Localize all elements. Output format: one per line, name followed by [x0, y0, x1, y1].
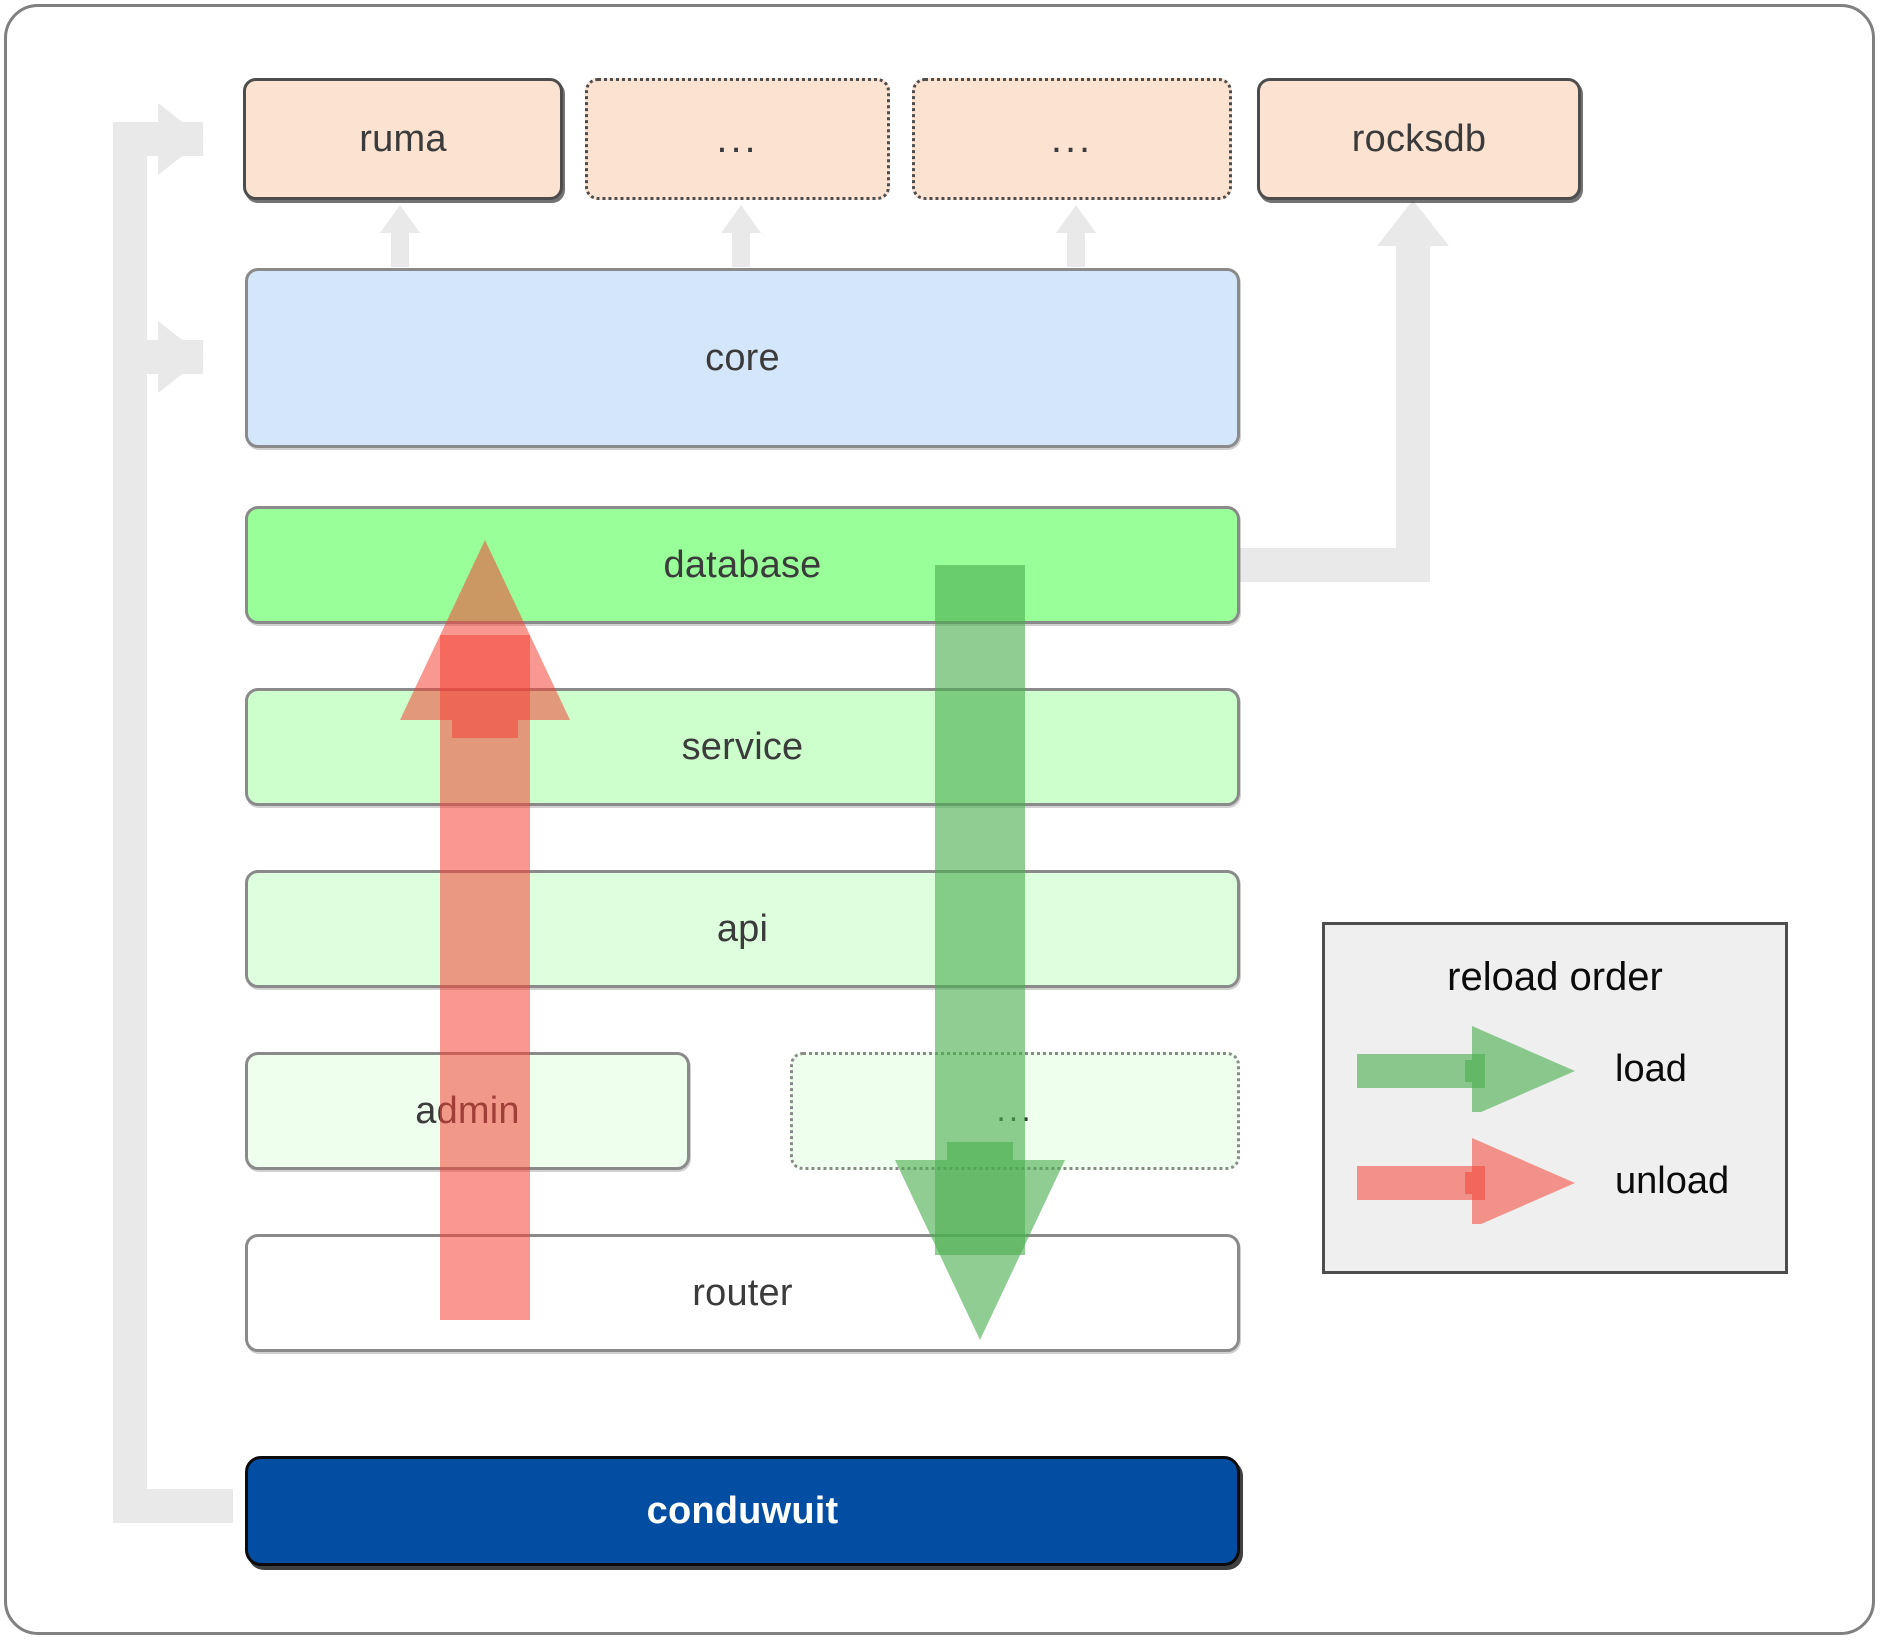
- unload-arrow-icon: [1357, 1138, 1575, 1228]
- node-dep-2-label: ...: [716, 117, 759, 161]
- node-admin-label: admin: [415, 1089, 520, 1132]
- connector-left-to-conduwuit: [113, 1489, 233, 1523]
- stub-shaft: [732, 229, 750, 267]
- legend-item-unload: unload: [1325, 1138, 1785, 1228]
- load-arrow-icon: [1357, 1026, 1575, 1116]
- node-conduwuit[interactable]: conduwuit: [245, 1456, 1240, 1566]
- node-api-label: api: [716, 907, 769, 950]
- legend-label-unload: unload: [1615, 1159, 1730, 1202]
- node-dep-2[interactable]: ...: [585, 78, 890, 200]
- node-router-label: router: [692, 1271, 793, 1314]
- node-rocksdb-label: rocksdb: [1351, 117, 1487, 160]
- arrow-up-icon: [721, 205, 761, 233]
- legend-title: reload order: [1447, 955, 1663, 999]
- stub-shaft: [391, 229, 409, 267]
- node-core[interactable]: core: [245, 268, 1240, 448]
- arrow-up-icon: [1056, 205, 1096, 233]
- node-conduwuit-label: conduwuit: [646, 1489, 839, 1532]
- node-ruma-label: ruma: [359, 117, 447, 160]
- connector-right-vertical: [1396, 225, 1430, 575]
- node-database[interactable]: database: [245, 506, 1240, 624]
- stub-shaft: [1067, 229, 1085, 267]
- node-dep-3[interactable]: ...: [912, 78, 1232, 200]
- connector-branch-ruma-arrow: [158, 103, 204, 175]
- node-admin[interactable]: admin: [245, 1052, 690, 1170]
- node-core-label: core: [705, 336, 780, 379]
- connector-branch-core-arrow: [158, 321, 204, 393]
- node-database-label: database: [663, 543, 822, 586]
- legend-panel: reload order load: [1322, 922, 1788, 1274]
- node-dep-3-label: ...: [1050, 117, 1094, 161]
- node-ruma[interactable]: ruma: [243, 78, 563, 200]
- node-more-layers-label: ...: [996, 1091, 1034, 1130]
- connector-rocksdb-arrow: [1377, 200, 1449, 246]
- node-rocksdb[interactable]: rocksdb: [1257, 78, 1581, 200]
- node-router[interactable]: router: [245, 1234, 1240, 1352]
- diagram-frame: [4, 4, 1875, 1635]
- node-service[interactable]: service: [245, 688, 1240, 806]
- node-service-label: service: [681, 725, 804, 768]
- arrow-up-icon: [380, 205, 420, 233]
- legend-label-load: load: [1615, 1047, 1687, 1090]
- legend-item-load: load: [1325, 1026, 1785, 1116]
- node-more-layers[interactable]: ...: [790, 1052, 1240, 1170]
- node-api[interactable]: api: [245, 870, 1240, 988]
